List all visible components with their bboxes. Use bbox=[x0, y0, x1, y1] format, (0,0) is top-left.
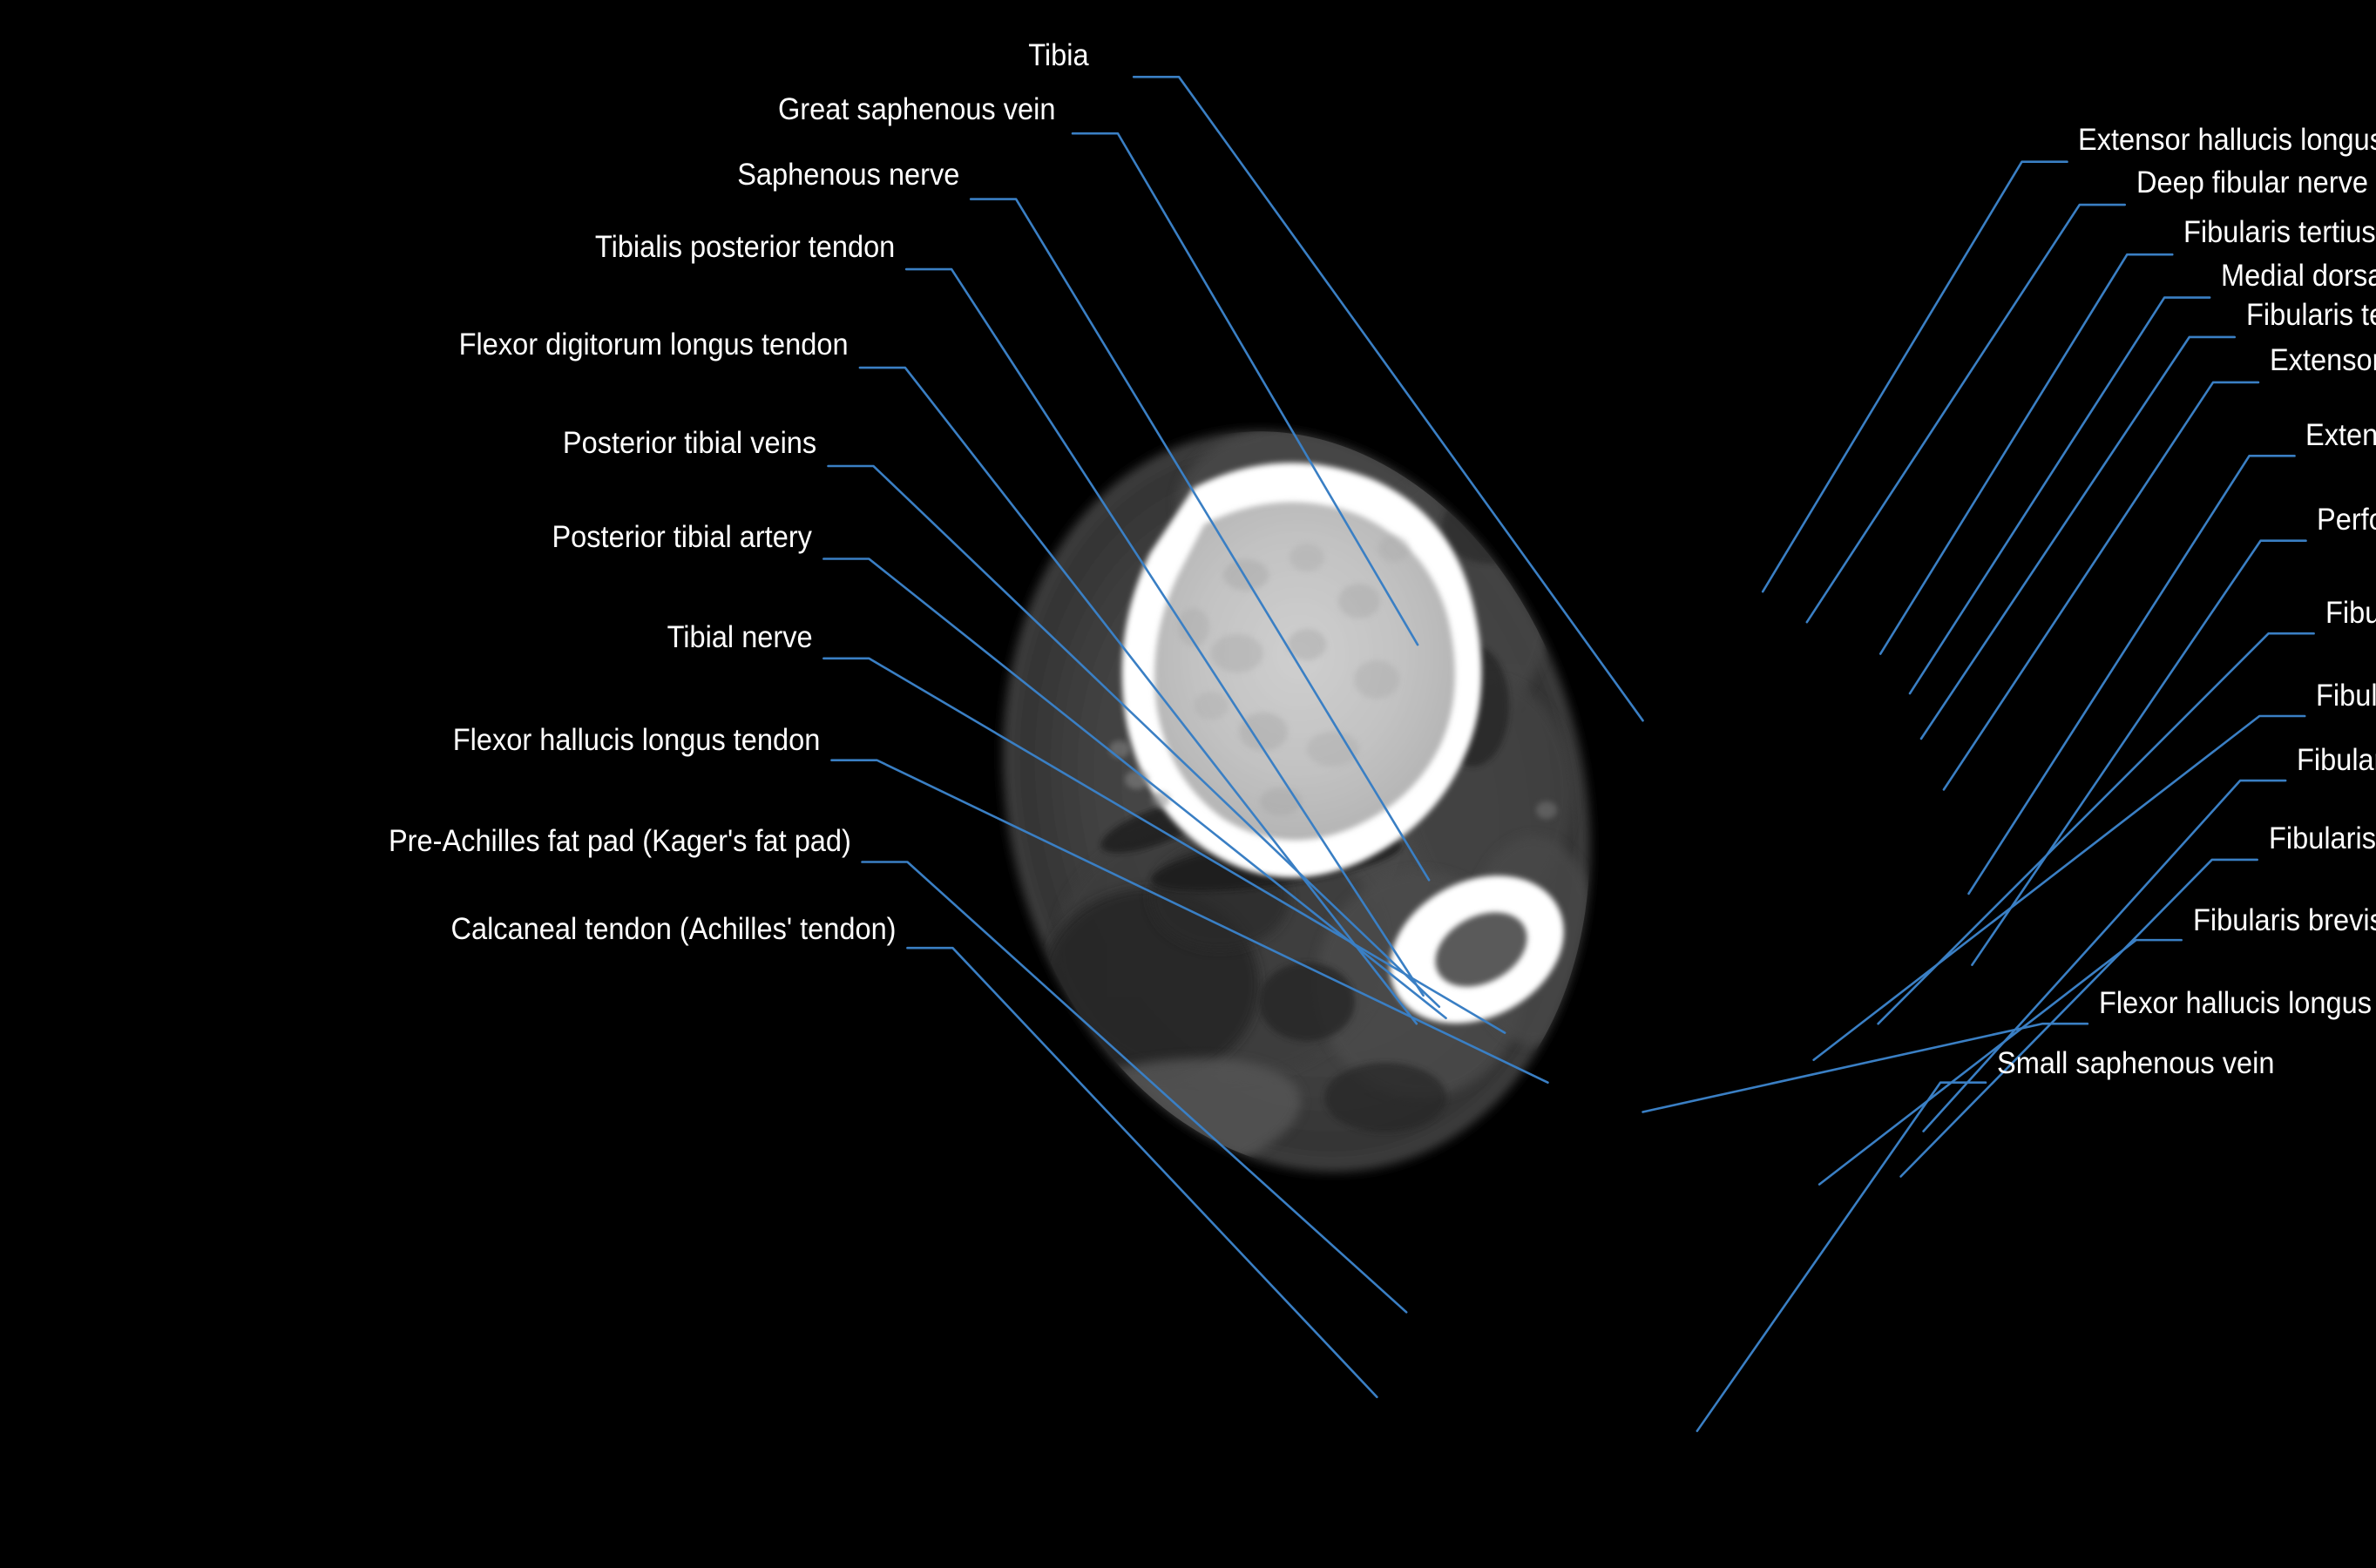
label-fibularis-brevis-muscle: Fibularis brevis muscle bbox=[2192, 902, 2376, 937]
leader-line-small-saphenous-vein bbox=[1696, 1081, 1987, 1432]
leader-line-fibularis-tertius-tendon bbox=[1878, 253, 2174, 655]
label-tibialis-posterior-tendon: Tibialis posterior tendon bbox=[594, 230, 896, 265]
label-fibularis-tertius-tendon: Fibularis tertius tendon bbox=[2183, 215, 2376, 250]
label-great-saphenous-vein: Great saphenous vein bbox=[778, 91, 1056, 126]
label-flexor-digitorum-longus-tendon: Flexor digitorum longus tendon bbox=[459, 327, 849, 362]
label-fibularis-tertius-muscle: Fibularis tertius muscle bbox=[2245, 298, 2376, 333]
label-extensor-hallucis-longus-muscle: Extensor hallucis longus muscle bbox=[2078, 122, 2376, 157]
leader-line-fibula bbox=[1877, 632, 2315, 1025]
label-calcaneal-tendon: Calcaneal tendon (Achilles' tendon) bbox=[450, 912, 897, 947]
label-fibular-artery: Fibular artery bbox=[2316, 678, 2376, 713]
label-posterior-tibial-artery: Posterior tibial artery bbox=[552, 519, 813, 554]
label-pre-achilles-fat-pad: Pre-Achilles fat pad (Kager's fat pad) bbox=[388, 824, 851, 859]
leader-line-deep-fibular-nerve bbox=[1805, 203, 2127, 624]
label-extensor-digitorum-longus-tendon: Extensor digitorum longus tendon bbox=[2269, 343, 2376, 378]
label-small-saphenous-vein: Small saphenous vein bbox=[1996, 1045, 2275, 1080]
ct-cross-section-image bbox=[932, 340, 1655, 1246]
leader-line-medial-dorsal-cutaneous-nerve bbox=[1908, 296, 2211, 695]
label-fibularis-longus-tendon: Fibularis longus tendon bbox=[2297, 742, 2376, 777]
label-perforating-branch-fibular-artery: Perforating branch of fibular artery bbox=[2317, 503, 2376, 537]
label-deep-fibular-nerve: Deep fibular nerve bbox=[2136, 166, 2368, 200]
label-posterior-tibial-veins: Posterior tibial veins bbox=[563, 425, 817, 460]
label-flexor-hallucis-longus-tendon: Flexor hallucis longus tendon bbox=[452, 723, 821, 758]
leader-line-extensor-hallucis-longus-muscle bbox=[1761, 160, 2068, 593]
leader-line-fibularis-tertius-muscle bbox=[1919, 335, 2236, 740]
leader-line-extensor-digitorum-longus-muscle bbox=[1967, 455, 2296, 896]
label-saphenous-nerve: Saphenous nerve bbox=[737, 158, 960, 193]
label-fibularis-brevis-tendon: Fibularis brevis tendon bbox=[2268, 821, 2376, 856]
label-tibial-nerve: Tibial nerve bbox=[667, 620, 813, 655]
leader-line-perforating-branch-fibular-artery bbox=[1971, 539, 2307, 966]
label-medial-dorsal-cutaneous-nerve: Medial dorsal cutaneous nerve of foot bbox=[2221, 258, 2376, 293]
label-fibula: Fibula bbox=[2325, 595, 2376, 630]
ct-scan-svg bbox=[932, 340, 1655, 1246]
label-flexor-hallucis-longus-muscle: Flexor hallucis longus muscle bbox=[2098, 985, 2376, 1020]
label-tibia: Tibia bbox=[1027, 37, 1089, 72]
label-extensor-digitorum-longus-muscle: Extensor digitorum longus muscle bbox=[2305, 417, 2376, 452]
leader-line-extensor-digitorum-longus-tendon bbox=[1942, 381, 2260, 791]
